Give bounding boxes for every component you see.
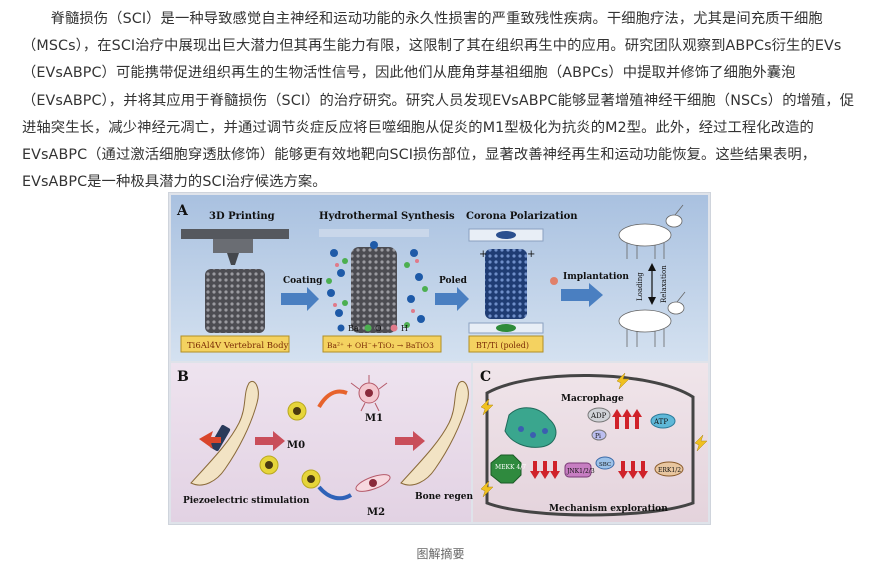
step-hydrothermal: Hydrothermal Synthesis [319, 211, 455, 222]
panel-c: C Macrophage ADP Pi ATP MEKK 4/7 [473, 363, 708, 522]
svg-text:ERK1/2: ERK1/2 [658, 467, 681, 474]
spine-left-icon [190, 381, 259, 486]
box-bt-ti [468, 335, 544, 353]
box-ti6al4v [180, 335, 290, 353]
article-paragraph: 脊髓损伤（SCI）是一种导致感觉自主神经和运动功能的永久性损害的严重致残性疾病。… [22, 11, 855, 191]
svg-text:JNK1/2/3: JNK1/2/3 [566, 468, 595, 475]
arrow-to-bone-icon [395, 431, 425, 451]
legend-ba: Ba [348, 324, 359, 333]
figure-caption: 图解摘要 [416, 547, 465, 561]
adp-node: ADP [587, 407, 611, 423]
graphical-abstract-figure: A 3D Printing Hydrothermal Synthesis Cor… [168, 192, 711, 525]
svg-text:ATP: ATP [653, 418, 668, 426]
jnk-node: JNK1/2/3 [564, 462, 595, 478]
mechanism-label: Mechanism exploration [549, 504, 668, 514]
down-arrows-1-icon [530, 461, 560, 479]
svg-text:SBC: SBC [599, 462, 611, 468]
pi-node: Pi [591, 429, 607, 441]
legend-o: O [375, 324, 382, 333]
corona-polarization-device: + + [468, 228, 544, 334]
arrow-coating-icon [281, 287, 319, 311]
svg-text:+: + [479, 249, 487, 260]
arrow-implantation-label: Implantation [563, 272, 629, 282]
panel-c-label: C [480, 369, 491, 385]
macrophage-membrane-icon [485, 373, 695, 517]
m1-label: M1 [365, 413, 383, 424]
mekk-node: MEKK 4/7 [490, 454, 526, 484]
step-3d-printing: 3D Printing [209, 211, 275, 222]
macrophage-label: Macrophage [561, 394, 624, 404]
panel-b: B Piezoelectric stimulation M0 M1 M2 Bon… [171, 363, 510, 522]
arrow-to-m1-icon [317, 389, 348, 409]
lightning-icons [480, 372, 708, 498]
implant-dot-icon [550, 277, 558, 285]
svg-text:MEKK 4/7: MEKK 4/7 [495, 464, 526, 471]
element-legend: Ba O H [337, 324, 408, 333]
loading-label: Loading [636, 272, 644, 301]
box-bt-ti-text: BT/Ti (poled) [476, 341, 529, 350]
svg-text:Pi: Pi [595, 433, 601, 440]
svg-text:ADP: ADP [590, 412, 607, 420]
box-ti6al4v-text: Ti6Al4V Vertebral Body [187, 341, 289, 351]
piezo-channel-icon [504, 407, 557, 448]
goat-lowered-icon [618, 291, 686, 347]
panel-a: A 3D Printing Hydrothermal Synthesis Cor… [171, 195, 708, 361]
step-corona: Corona Polarization [466, 211, 578, 222]
arrow-implantation-icon [561, 283, 603, 307]
sbc-node: SBC [595, 456, 615, 470]
m1-cell-icon [350, 375, 388, 412]
panel-b-label: B [177, 369, 189, 385]
arrow-to-m0-icon [255, 431, 285, 451]
spine-right-icon [400, 381, 469, 486]
box-reaction [322, 335, 442, 353]
m0-label: M0 [287, 440, 305, 451]
arrow-poled-icon [435, 287, 469, 311]
goat-standing-icon [618, 204, 684, 259]
hydrothermal-scaffold [319, 229, 429, 333]
svg-text:+: + [527, 249, 535, 260]
panel-a-label: A [176, 203, 189, 219]
erk-node: ERK1/2 [654, 461, 684, 477]
m2-cell-icon [355, 474, 391, 492]
bone-regen-label: Bone regeneration [415, 492, 510, 502]
atp-node: ATP [650, 413, 676, 429]
piezo-stim-label: Piezoelectric stimulation [183, 496, 310, 506]
box-reaction-text: Ba²⁺ + OH⁻+TiO₂ → BaTiO3 [327, 341, 434, 350]
legend-h: H [401, 324, 408, 333]
down-arrows-2-icon [618, 461, 648, 479]
m2-label: M2 [367, 507, 385, 518]
vertebral-body-implant [205, 269, 265, 333]
relaxation-label: Relaxation [660, 265, 668, 303]
up-arrows-icon [612, 409, 642, 429]
printer-icon [181, 229, 289, 265]
force-arrow-icon [199, 431, 221, 449]
arrow-poled-label: Poled [439, 276, 468, 286]
loading-relaxation: Loading Relaxation [636, 263, 668, 305]
arrow-to-m2-icon [317, 485, 353, 501]
m0-macrophages [259, 401, 321, 489]
arrow-coating-label: Coating [283, 276, 323, 286]
